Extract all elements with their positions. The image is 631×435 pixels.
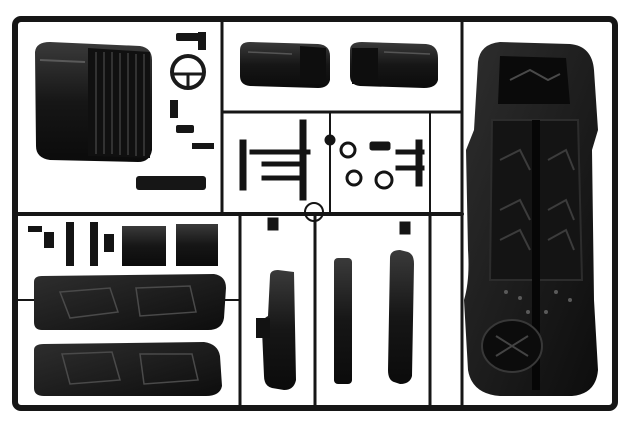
side-sill-left-part [334, 258, 352, 384]
chassis-floor-pan-part [464, 42, 598, 396]
small-parts-top-left [136, 32, 214, 190]
front-seat-right-part [350, 42, 438, 88]
door-panel-upper-part [34, 274, 226, 330]
small-parts-bottom-left [28, 222, 114, 266]
door-panel-lower-part [34, 342, 222, 396]
side-sill-right-part [388, 250, 414, 384]
dashboard-part [256, 270, 296, 390]
rear-seat-part [35, 42, 152, 162]
suspension-small-parts [239, 119, 425, 235]
sprue-frame [12, 16, 618, 411]
steering-wheel-part [170, 54, 206, 90]
seat-back-panel-part [122, 224, 218, 266]
front-seat-left-part [240, 42, 330, 88]
